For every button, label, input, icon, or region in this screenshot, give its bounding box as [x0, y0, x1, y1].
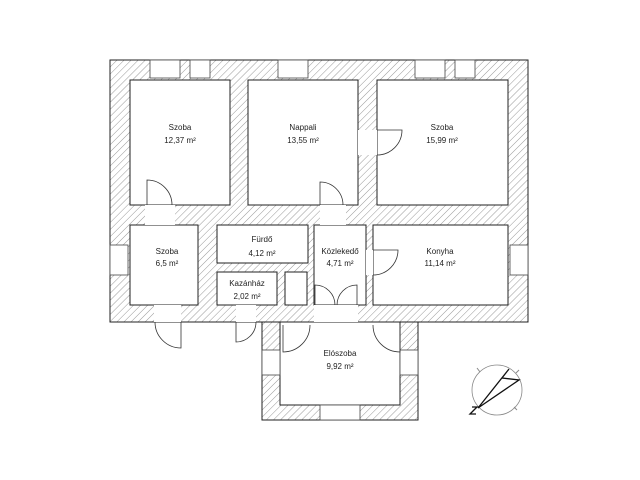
room-area: 13,55 m² [287, 136, 319, 145]
room-name: Közlekedő [321, 247, 359, 256]
room-area: 15,99 m² [426, 136, 458, 145]
room-area: 11,14 m² [425, 259, 456, 268]
room-name: Kazánház [229, 279, 265, 288]
room-name: Szoba [156, 247, 179, 256]
room-kozlekedo: Közlekedő 4,71 m² [321, 247, 359, 268]
room-area: 2,02 m² [233, 292, 260, 301]
room-area: 4,12 m² [248, 249, 275, 258]
room-area: 12,37 m² [164, 136, 196, 145]
room-nappali: Nappali 13,55 m² [287, 123, 319, 145]
room-furdo: Fürdő 4,12 m² [248, 235, 275, 258]
room-area: 9,92 m² [326, 362, 353, 371]
room-area: 6,5 m² [156, 259, 179, 268]
windows [109, 59, 529, 421]
room-szoba-1: Szoba 12,37 m² [164, 123, 196, 145]
room-name: Elószoba [324, 349, 357, 358]
room-name: Szoba [431, 123, 454, 132]
room-szoba-3: Szoba 15,99 m² [426, 123, 458, 145]
room-name: Szoba [169, 123, 192, 132]
room-name: Nappali [289, 123, 316, 132]
compass-icon [468, 364, 523, 416]
north-label [468, 406, 479, 415]
room-konyha: Konyha 11,14 m² [425, 247, 456, 268]
room-area: 4,71 m² [326, 259, 353, 268]
room-name: Fürdő [252, 235, 273, 244]
room-szoba-small: Szoba 6,5 m² [156, 247, 179, 268]
room-kazanhaz: Kazánház 2,02 m² [229, 279, 265, 301]
room-eloszoba: Elószoba 9,92 m² [324, 349, 357, 371]
doors [146, 129, 403, 353]
room-name: Konyha [426, 247, 454, 256]
